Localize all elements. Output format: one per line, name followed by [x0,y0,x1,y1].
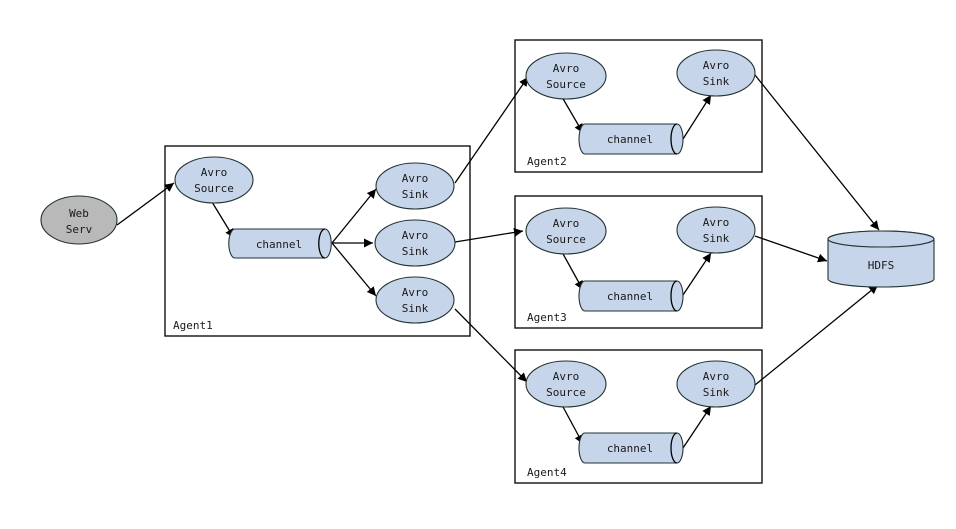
agent2-label: Agent2 [527,155,567,168]
agent4-channel-label: channel [607,442,653,455]
agent2-channel-node: channel [578,123,684,155]
agent1-sink-1-line1: Avro [402,172,429,185]
edge-agent3-source-to-channel [561,251,584,291]
agent1-sink-3-line1: Avro [402,286,429,299]
edge-sink1-to-agent2 [454,76,529,184]
web-server-line1: Web [69,207,89,220]
agent4-channel-cap [670,432,678,464]
web-server-line2: Serv [66,223,93,236]
agent2-sink-line1: Avro [703,59,730,72]
agent2-box [514,39,763,173]
edge-sink3-to-agent4 [454,308,528,383]
agent4-label: Agent4 [527,466,567,479]
agent1-source-line2: Source [194,182,234,195]
agent1-sink-1-node: Avro Sink [375,162,455,210]
agent4-box [514,349,763,484]
agent1-source-line1: Avro [201,166,228,179]
agent3-sink-node: Avro Sink [676,206,756,254]
agent1-label: Agent1 [173,319,213,332]
agent2-sink-node: Avro Sink [676,49,756,97]
agent3-label: Agent3 [527,311,567,324]
edge-agent3-channel-to-sink [682,252,712,296]
agent3-sink-line2: Sink [703,232,730,245]
agent1-sink-2-line2: Sink [402,245,429,258]
agent1-box [164,145,471,337]
agent4-source-line1: Avro [553,370,580,383]
edge-agent1-channel-to-sink1 [331,188,377,244]
edges [116,74,880,449]
agent2-source-node: Avro Source [525,52,607,100]
edge-agent2-source-to-channel [561,96,584,134]
edge-agent4-sink-to-hdfs [754,284,879,386]
agent3-source-line2: Source [546,233,586,246]
agent4-source-node: Avro Source [525,360,607,408]
edge-agent1-channel-to-sink3 [331,242,377,297]
agent2-channel-label: channel [607,133,653,146]
agent4-sink-line1: Avro [703,370,730,383]
web-server-node: Web Serv [40,195,118,245]
agent2-sink-line2: Sink [703,75,730,88]
agent3-channel-node: channel [578,280,684,312]
agent1-sink-3-line2: Sink [402,302,429,315]
agent1-channel-label: channel [256,238,302,251]
agent3-channel-label: channel [607,290,653,303]
agent2-channel-cap [670,123,678,155]
agent2-source-line1: Avro [553,62,580,75]
edge-sink2-to-agent3 [454,227,524,243]
agent3-channel-cap [670,280,678,312]
edge-agent2-channel-to-sink [682,94,712,140]
edge-agent4-channel-to-sink [682,405,712,449]
agent4-sink-node: Avro Sink [676,360,756,408]
hdfs-label: HDFS [868,259,895,272]
agent3-box [514,195,763,329]
agent4-sink-line2: Sink [703,386,730,399]
edge-agent2-sink-to-hdfs [754,74,880,231]
agent4-channel-node: channel [578,432,684,464]
agent1-sink-1-line2: Sink [402,188,429,201]
agent1-channel-cap [318,228,326,259]
agent1-source-node: Avro Source [174,156,254,204]
agent1-sink-2-node: Avro Sink [374,219,456,267]
hdfs-top [827,230,935,248]
agent2-source-line2: Source [546,78,586,91]
agent4-source-line2: Source [546,386,586,399]
agent3-source-node: Avro Source [525,207,607,255]
hdfs-node: HDFS [827,230,935,288]
agent1-sink-3-node: Avro Sink [375,276,455,324]
edge-agent4-source-to-channel [561,404,584,445]
agent1-channel-node: channel [228,228,332,259]
agent3-source-line1: Avro [553,217,580,230]
agent3-sink-line1: Avro [703,216,730,229]
edge-agent1-source-to-channel [211,201,235,239]
edge-web-to-agent1-source [116,182,175,226]
edge-agent3-sink-to-hdfs [754,235,828,263]
agent1-sink-2-line1: Avro [402,229,429,242]
